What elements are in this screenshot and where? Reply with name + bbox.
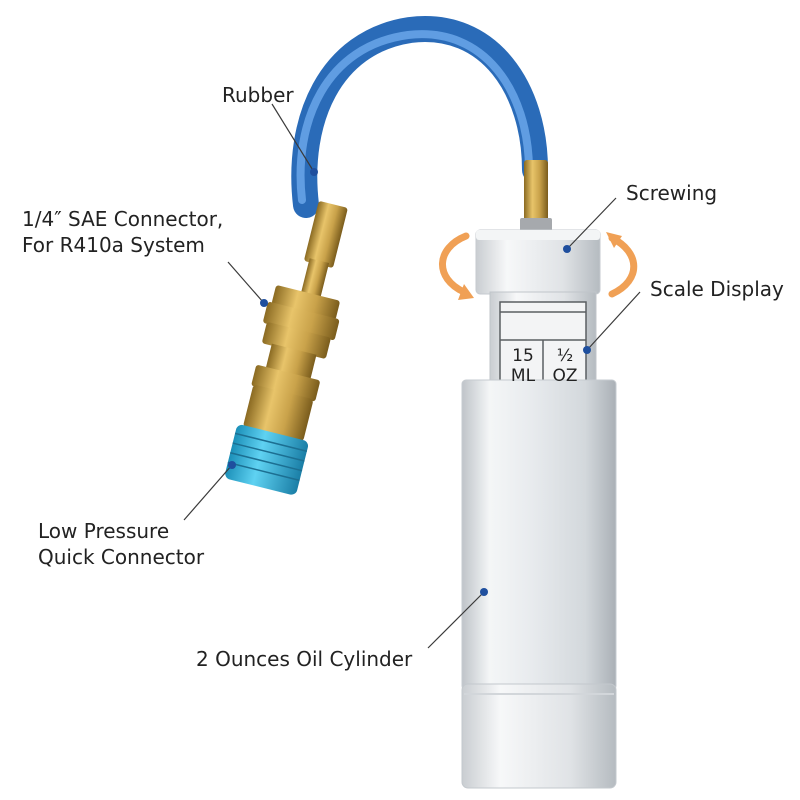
scale-ml-value: 15 xyxy=(512,346,534,366)
scale-ml-unit: ML xyxy=(510,366,536,386)
top-brass-fitting xyxy=(520,160,552,232)
leader-lines xyxy=(183,103,641,649)
pointer-dots xyxy=(228,168,591,596)
quick-connector-collar xyxy=(225,424,309,495)
label-scale-display: Scale Display xyxy=(650,277,784,301)
left-arrow-head xyxy=(458,284,474,300)
right-arrow-head xyxy=(606,232,622,248)
label-low-pressure-line2: Quick Connector xyxy=(38,545,205,569)
oil-cylinder-body xyxy=(461,379,617,691)
sae-connector xyxy=(225,201,348,495)
label-low-pressure-line1: Low Pressure xyxy=(38,519,170,543)
left-rotation-arrow xyxy=(439,232,470,296)
label-sae-connector-line1: 1/4″ SAE Connector, xyxy=(22,207,224,231)
rubber-hose-highlight xyxy=(296,30,533,204)
scale-oz-value: ½ xyxy=(556,346,574,366)
rubber-hose xyxy=(291,16,548,218)
bottom-cap xyxy=(461,683,617,789)
label-sae-connector-line2: For R410a System xyxy=(22,233,205,257)
scale-window xyxy=(489,291,597,389)
label-oil-cylinder: 2 Ounces Oil Cylinder xyxy=(196,647,413,671)
right-rotation-arrow xyxy=(608,234,638,298)
label-rubber: Rubber xyxy=(222,83,294,107)
screw-cap xyxy=(475,229,601,295)
scale-oz-unit: OZ xyxy=(552,366,578,386)
label-screwing: Screwing xyxy=(626,181,718,205)
